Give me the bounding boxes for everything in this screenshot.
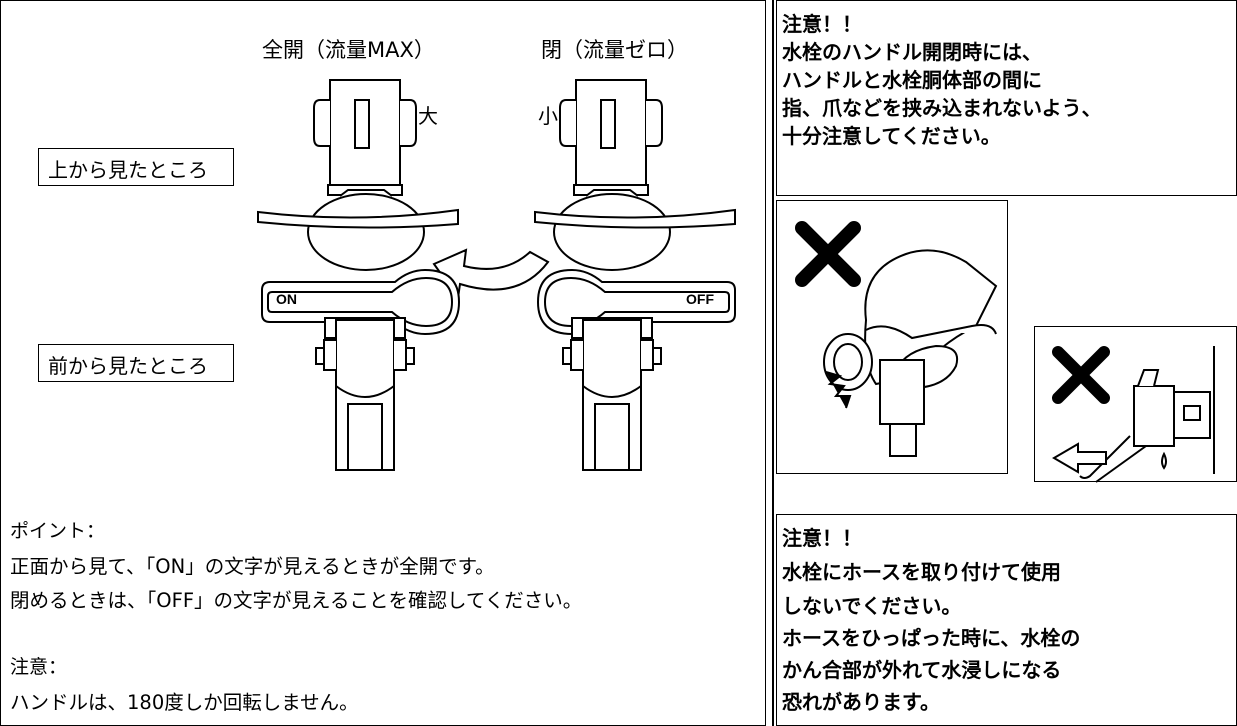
note-line-1: ハンドルは、180度しか回転しません。 bbox=[10, 691, 359, 714]
faucet-top-view-closed bbox=[534, 79, 736, 271]
caution-1-line-1: 水栓のハンドル開閉時には、 bbox=[782, 42, 1042, 64]
label-top-view: 上から見たところ bbox=[48, 158, 208, 182]
label-full-open: 全開（流量MAX） bbox=[262, 38, 435, 62]
note-heading: 注意： bbox=[10, 656, 68, 678]
caution-1-line-3: 指、爪などを挟み込まれないよう、 bbox=[782, 98, 1102, 120]
left-arrow-icon bbox=[1052, 442, 1107, 474]
caution-2-heading: 注意！！ bbox=[782, 528, 862, 550]
vertical-divider bbox=[772, 0, 774, 726]
faucet-diagram bbox=[257, 79, 736, 471]
faucet-top-view-open bbox=[257, 79, 459, 271]
caution-2-line-4: かん合部が外れて水浸しになる bbox=[782, 660, 1062, 682]
handle-off-text: OFF bbox=[686, 291, 714, 307]
label-closed: 閉（流量ゼロ） bbox=[541, 38, 688, 62]
caution-2-line-1: 水栓にホースを取り付けて使用 bbox=[782, 562, 1061, 584]
caution-1-heading: 注意！！ bbox=[782, 14, 862, 36]
caution-1-line-2: ハンドルと水栓胴体部の間に bbox=[782, 70, 1042, 92]
label-front-view-box bbox=[38, 344, 234, 382]
point-heading: ポイント： bbox=[10, 520, 106, 542]
faucet-front-view-closed bbox=[536, 268, 736, 471]
pinch-warning-drawing bbox=[795, 221, 998, 457]
mark-large: 大 bbox=[418, 104, 438, 128]
label-front-view: 前から見たところ bbox=[48, 354, 208, 378]
caution-2-line-3: ホースをひっぱった時に、水栓の bbox=[782, 628, 1081, 650]
caution-2-line-2: しないでください。 bbox=[782, 596, 962, 618]
handle-on-text: ON bbox=[276, 291, 297, 307]
point-line-2: 閉めるときは、「OFF」の文字が見えることを確認してください。 bbox=[10, 589, 583, 612]
label-top-view-box bbox=[38, 148, 234, 186]
faucet-front-view-open bbox=[261, 268, 461, 471]
pinch-warning-illustration bbox=[776, 200, 1008, 474]
mark-small: 小 bbox=[538, 104, 558, 128]
point-line-1: 正面から見て、「ON」の文字が見えるときが全開です。 bbox=[10, 555, 495, 578]
caution-1-line-4: 十分注意してください。 bbox=[782, 126, 1001, 148]
caution-2-line-5: 恐れがあります。 bbox=[782, 692, 940, 714]
hose-warning-drawing bbox=[1052, 346, 1215, 483]
